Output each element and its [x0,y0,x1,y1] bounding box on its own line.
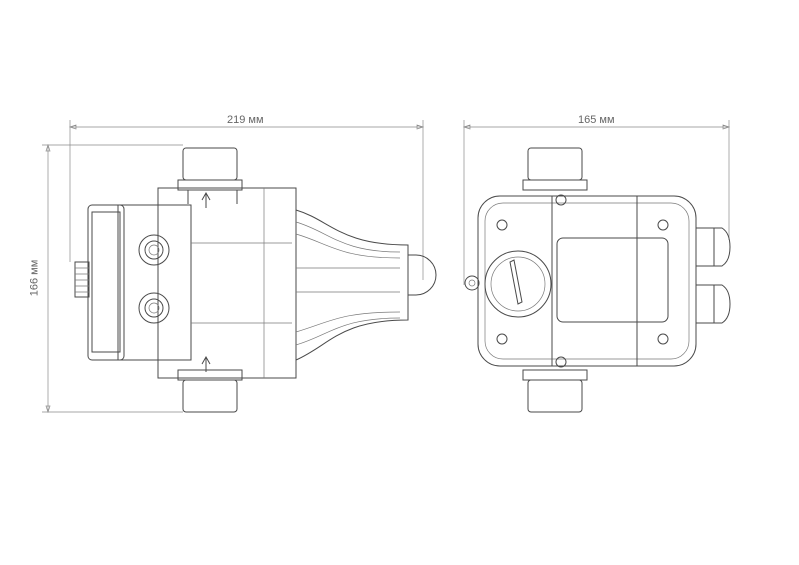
side-view [74,147,437,413]
dimension-height [42,143,183,414]
screws [496,194,669,368]
dimension-label-width-side: 219 мм [227,114,264,126]
dimension-label-width-front: 165 мм [578,114,615,126]
dimension-width-front [462,120,731,285]
dimension-label-height: 166 мм [28,259,41,297]
front-view [464,147,731,413]
dimension-width-side [68,120,425,280]
